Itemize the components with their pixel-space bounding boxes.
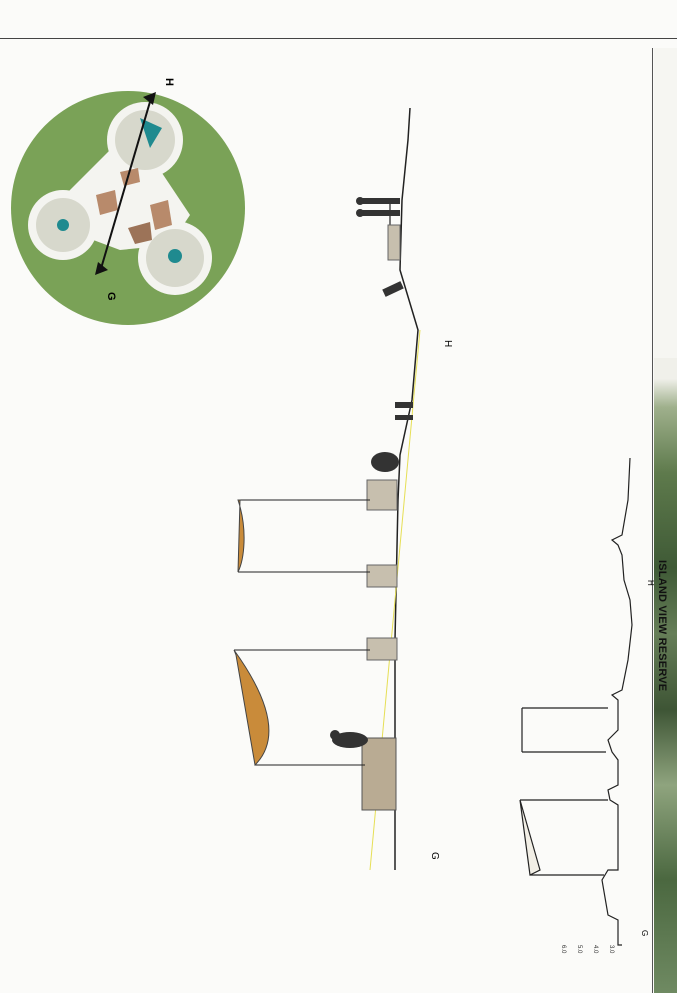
simple-sail-1	[519, 799, 541, 876]
timber-deck-1	[96, 190, 118, 215]
people-silhouettes	[330, 197, 413, 748]
pad-1-teal-accent	[140, 118, 162, 148]
scale-tick-3: 3.0	[608, 945, 614, 954]
person-sitting-1	[332, 732, 368, 748]
person-climbing	[382, 281, 404, 297]
shade-sail-2	[233, 649, 270, 767]
pad-2-teal-dot	[57, 219, 69, 231]
post-footing-1	[366, 479, 398, 511]
retaining-wall	[387, 224, 401, 261]
person-standing-1-head	[356, 197, 364, 205]
pad-3-teal-dot	[168, 249, 182, 263]
person-lying-1	[395, 402, 413, 408]
photo-strip-blank	[654, 48, 677, 358]
timber-seat-block	[361, 737, 397, 811]
timber-deck-3	[120, 168, 140, 186]
scale-tick-5: 5.0	[576, 945, 582, 954]
detailed-section	[233, 107, 421, 871]
key-plan	[11, 91, 245, 325]
timber-deck-2	[150, 200, 172, 230]
post-footing-2	[366, 564, 398, 588]
section-b-label-g: G	[640, 930, 649, 936]
section-cut-line	[99, 94, 153, 273]
key-plan-label-g: G	[105, 292, 117, 301]
section-b-label-h: H	[646, 580, 655, 586]
sheet-border-top	[0, 38, 677, 49]
scale-tick-6: 6.0	[560, 945, 566, 954]
pad-1	[115, 110, 175, 170]
person-lying-2	[395, 415, 413, 420]
scale-tick-4: 4.0	[592, 945, 598, 954]
person-standing-1	[362, 198, 400, 204]
person-sitting-2	[371, 452, 399, 472]
key-plan-label-h: H	[163, 78, 175, 86]
sheet-border-right	[652, 48, 653, 993]
post-footing-3	[366, 637, 398, 661]
section-a-label-h: H	[442, 340, 453, 347]
section-arrow-h	[143, 92, 156, 105]
ground-line-detailed	[394, 107, 419, 870]
timber-deck-4	[128, 222, 152, 244]
shade-sail-1	[237, 499, 245, 573]
person-standing-2-head	[356, 209, 364, 217]
section-a-label-g: G	[429, 852, 440, 860]
height-scale: 6.0 5.0 4.0 3.0	[560, 945, 614, 954]
ground-line-simple	[601, 457, 633, 946]
section-arrow-g	[95, 262, 108, 275]
simple-section	[519, 457, 633, 946]
person-standing-2	[362, 210, 400, 216]
person-sitting-1-head	[330, 730, 340, 740]
